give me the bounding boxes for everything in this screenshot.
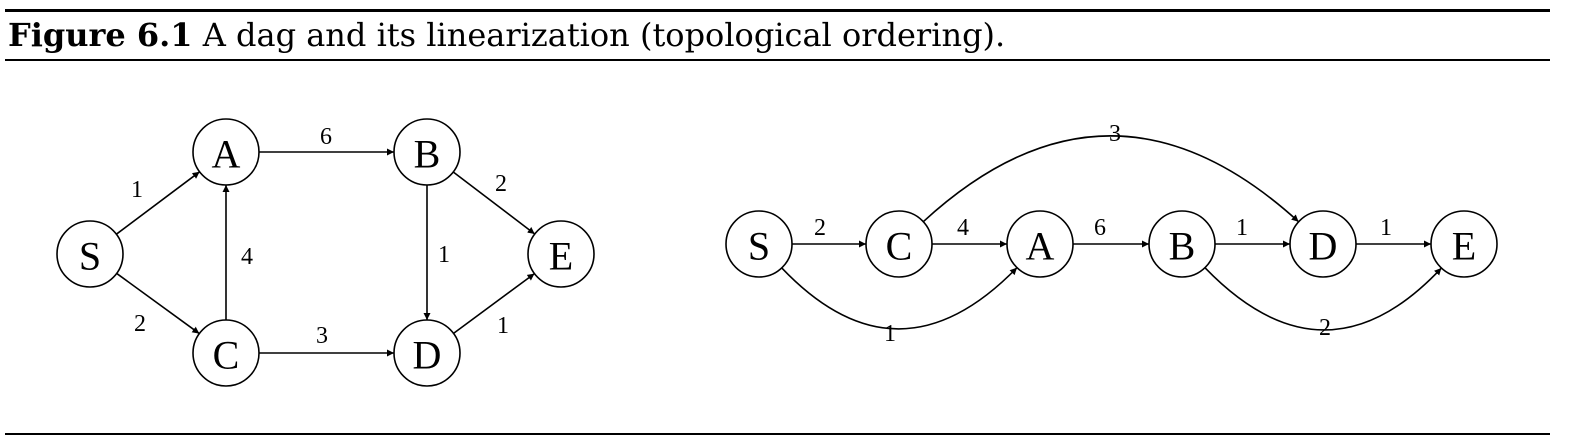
node-label: S [79,234,101,279]
node-circle [393,319,461,387]
node-circle [1289,210,1357,278]
node-circle [393,118,461,186]
linearization-graph: 2 4 6 1 1 3 1 2 S C A B D E [725,121,1498,347]
edge-c-d [922,135,1300,223]
edges: 2 4 6 1 1 3 1 2 [781,121,1442,347]
node-d: D [393,319,461,387]
edge-weight-s-c: 2 [134,311,146,337]
node-d: D [1289,210,1357,278]
node-label: B [414,132,441,177]
edge-d-e [453,272,535,335]
node-a: A [1006,210,1074,278]
node-label: A [212,132,241,177]
node-s: S [725,210,793,278]
node-label: E [549,234,573,279]
node-circle [865,210,933,278]
edge-weight-c-d: 3 [316,323,328,349]
node-label: D [1309,224,1338,269]
node-label: B [1169,224,1196,269]
node-label: C [213,333,240,378]
edge-weight-s-a: 1 [131,177,143,203]
figure-number: Figure 6.1 [8,16,193,54]
edge-weight-b-d: 1 [438,242,450,268]
edge-s-a [781,267,1018,330]
edge-weight-d-e: 1 [1380,215,1392,241]
edge-weight-c-a: 4 [957,215,969,241]
node-circle [192,319,260,387]
node-circle [1148,210,1216,278]
edge-weight-d-e: 1 [497,313,509,339]
edge-weight-s-c: 2 [814,215,826,241]
node-e: E [1430,210,1498,278]
node-label: C [886,224,913,269]
edge-weight-c-a: 4 [241,244,253,270]
edge-b-e [1204,267,1442,331]
figure-caption-text: A dag and its linearization (topological… [202,16,1006,54]
node-a: A [192,118,260,186]
node-circle [725,210,793,278]
node-circle [527,220,595,288]
edges: 1 2 4 6 2 1 3 1 [115,124,536,357]
nodes: S A B C D E [56,118,595,387]
edge-weight-a-b: 6 [1094,215,1106,241]
node-c: C [192,319,260,387]
node-s: S [56,220,124,288]
node-label: D [413,333,442,378]
caption-rule [5,59,1550,61]
edge-weight-a-b: 6 [320,124,332,150]
figure-caption: Figure 6.1 A dag and its linearization (… [8,12,1005,58]
node-c: C [865,210,933,278]
top-rule [5,9,1550,12]
node-b: B [393,118,461,186]
node-circle [1006,210,1074,278]
edge-weight-s-a: 1 [884,321,896,347]
edge-weight-b-e: 2 [1319,315,1331,341]
edge-weight-b-e: 2 [495,171,507,197]
bottom-rule [5,433,1550,435]
node-circle [192,118,260,186]
node-label: E [1452,224,1476,269]
node-circle [56,220,124,288]
edge-weight-b-d: 1 [1236,215,1248,241]
edge-weight-c-d: 3 [1109,121,1121,147]
edge-s-a [115,171,201,235]
node-e: E [527,220,595,288]
edge-b-e [452,171,536,235]
node-circle [1430,210,1498,278]
node-label: S [748,224,770,269]
edge-s-c [116,272,200,335]
node-label: A [1026,224,1055,269]
node-b: B [1148,210,1216,278]
